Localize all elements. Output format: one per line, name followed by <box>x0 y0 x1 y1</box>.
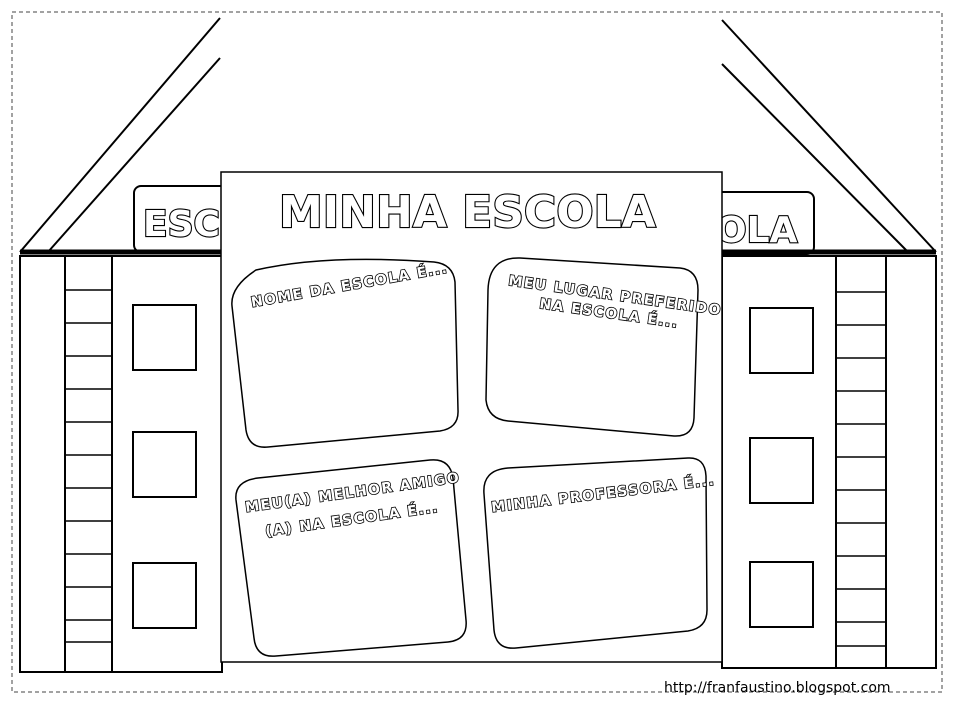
right-building <box>705 19 937 669</box>
left-building <box>19 17 235 673</box>
page-title: MINHA ESCOLA <box>279 187 656 238</box>
cut-border <box>11 11 943 693</box>
credit-url: http://franfaustino.blogspot.com <box>664 680 891 696</box>
box-school-name: NOME DA ESCOLA É... <box>231 258 459 448</box>
box-favorite-place: MEU LUGAR PREFERIDO NA ESCOLA É... <box>485 257 724 437</box>
box-teacher: MINHA PROFESSORA É... <box>483 457 717 649</box>
box-best-friend: MEU(A) MELHOR AMIGO (A) NA ESCOLA É... <box>235 459 467 657</box>
sign-right-text: OLA <box>716 210 798 251</box>
